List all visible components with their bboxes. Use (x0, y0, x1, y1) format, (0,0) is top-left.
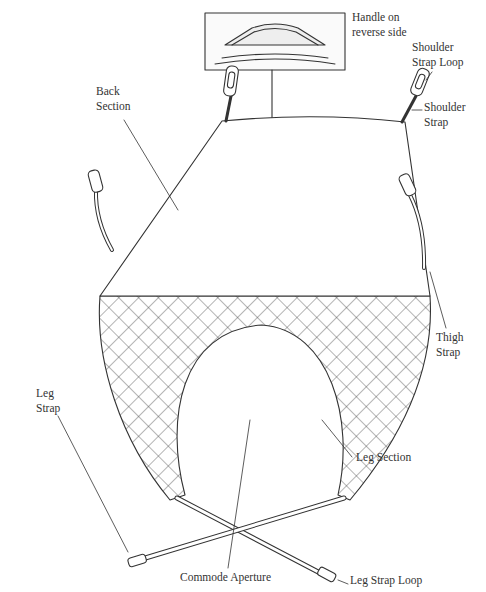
part-label: Leg Strap (36, 386, 76, 416)
part-label: Thigh Strap (436, 330, 480, 360)
part-label: Back Section (96, 84, 144, 114)
part-label: Leg Section (356, 450, 426, 465)
inset-box (205, 13, 345, 70)
part-label: Leg Strap Loop (350, 573, 460, 588)
part-label: Shoulder Strap (424, 100, 476, 130)
part-label: Shoulder Strap Loop (412, 40, 474, 70)
part-label: Commode Aperture (180, 570, 310, 585)
inset-label: Handle on reverse side (352, 10, 424, 40)
